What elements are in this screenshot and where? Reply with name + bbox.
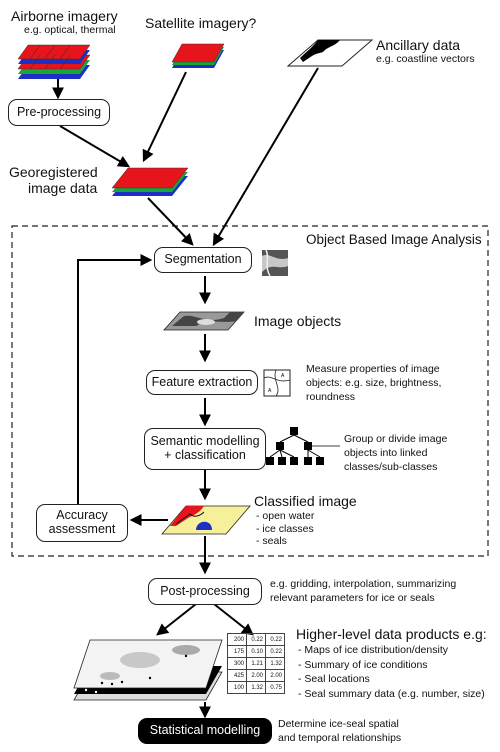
oba-title: Object Based Image Analysis xyxy=(306,232,482,247)
stat-desc-line1: Determine ice-seal spatial xyxy=(278,718,399,730)
table-cell: 2.00 xyxy=(246,669,266,682)
classified-item: - seals xyxy=(256,535,287,548)
product-item: - Seal locations xyxy=(298,673,370,686)
stat-desc-line2: and temporal relationships xyxy=(278,732,402,744)
accuracy-line1: Accuracy xyxy=(56,508,108,523)
semantic-desc-line2: objects into linked xyxy=(344,447,428,459)
feature-desc-line1: Measure properties of image xyxy=(306,363,440,375)
table-cell: 100 xyxy=(227,681,247,694)
table-cell: 1.32 xyxy=(246,681,266,694)
table-cell: 2.00 xyxy=(265,669,285,682)
product-item: - Maps of ice distribution/density xyxy=(298,644,448,656)
classified-image-title: Classified image xyxy=(254,493,357,509)
table-cell: 1.32 xyxy=(265,657,285,670)
image-objects-label: Image objects xyxy=(254,313,342,329)
preprocessing-step: Pre-processing xyxy=(8,99,110,126)
table-cell: 0.10 xyxy=(246,645,266,658)
table-cell: 425 xyxy=(227,669,247,682)
feature-desc-line3: roundness xyxy=(306,391,356,403)
ice-map-icon xyxy=(73,639,223,701)
accuracy-line2: assessment xyxy=(48,522,116,536)
segmentation-icon xyxy=(262,249,288,277)
semantic-desc-line3: classes/sub-classes xyxy=(344,461,438,473)
classified-list: - open water - ice classes - seals xyxy=(256,510,314,548)
image-objects-icon xyxy=(163,311,245,331)
accuracy-assessment-step: Accuracy assessment xyxy=(36,504,128,542)
svg-text:A: A xyxy=(268,388,272,394)
table-cell: 175 xyxy=(227,645,247,658)
table-cell: 0.22 xyxy=(265,633,285,646)
table-cell: 0.22 xyxy=(246,633,266,646)
georegistered-image-icon xyxy=(111,167,189,196)
feature-extraction-step: Feature extraction xyxy=(146,370,258,395)
oba-frame xyxy=(11,225,489,557)
airborne-imagery-title: Airborne imagery xyxy=(11,8,118,24)
airborne-imagery-icon xyxy=(17,44,91,79)
feature-desc-line2: objects: e.g. size, brightness, xyxy=(306,377,442,389)
classified-item: - open water xyxy=(256,510,315,522)
semantic-line2: + classification xyxy=(164,448,246,462)
ancillary-data-title: Ancillary data xyxy=(376,37,461,53)
semantic-line1: Semantic modelling xyxy=(150,434,260,449)
products-list: - Maps of ice distribution/density - Sum… xyxy=(298,643,485,702)
products-title: Higher-level data products e.g: xyxy=(296,626,487,642)
postprocessing-step: Post-processing xyxy=(148,578,262,605)
satellite-imagery-title: Satellite imagery? xyxy=(145,15,257,31)
svg-text:A: A xyxy=(281,373,285,379)
airborne-imagery-sub: e.g. optical, thermal xyxy=(24,24,116,36)
semantic-desc-line1: Group or divide image xyxy=(344,433,448,445)
table-cell: 0.22 xyxy=(265,645,285,658)
product-item: - Seal summary data (e.g. number, size) xyxy=(298,688,485,701)
post-desc-line2: relevant parameters for ice or seals xyxy=(270,592,435,604)
satellite-imagery-icon xyxy=(171,43,225,68)
table-cell: 200 xyxy=(227,633,247,646)
ancillary-data-icon xyxy=(286,39,374,67)
statistical-modelling-step: Statistical modelling xyxy=(138,718,272,744)
table-cell: 0.75 xyxy=(265,681,285,694)
georegistered-label-line1: Georegistered xyxy=(9,164,98,180)
semantic-modelling-step: Semantic modelling + classification xyxy=(144,428,266,470)
table-cell: 300 xyxy=(227,657,247,670)
segmentation-step: Segmentation xyxy=(154,247,252,273)
feature-extraction-icon: A A xyxy=(263,369,291,397)
table-cell: 1.21 xyxy=(246,657,266,670)
product-item: - Summary of ice conditions xyxy=(298,658,428,671)
ancillary-data-sub: e.g. coastline vectors xyxy=(376,53,475,65)
class-hierarchy-icon xyxy=(266,427,340,465)
georegistered-label-line2: image data xyxy=(28,180,98,196)
classified-image-icon xyxy=(161,505,251,535)
classified-item: - ice classes xyxy=(256,522,314,535)
post-desc-line1: e.g. gridding, interpolation, summarizin… xyxy=(270,578,457,590)
flow-arrows xyxy=(52,67,319,719)
